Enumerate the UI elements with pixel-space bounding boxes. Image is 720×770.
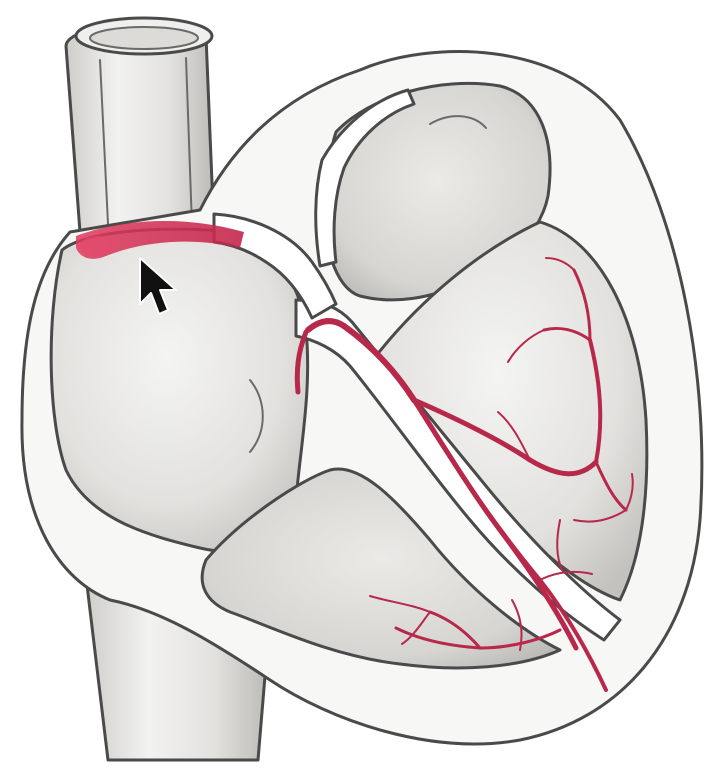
superior-vena-cava bbox=[66, 18, 214, 232]
